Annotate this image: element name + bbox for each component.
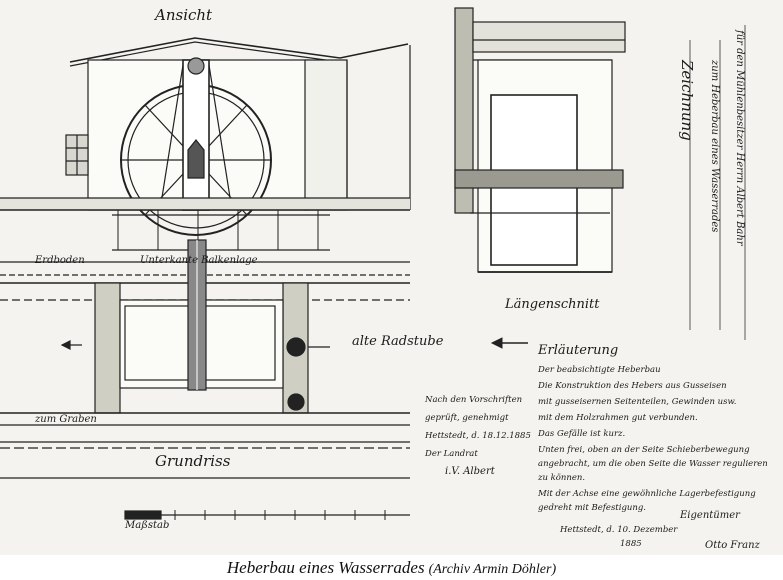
note-line: Der Landrat [424,449,478,459]
explanation-line: gedreht mit Befestigung. [538,503,646,513]
label-inlet: zum Graben [34,414,97,425]
technical-drawing-plate: Ansicht Erdboden Unterkante Balkenlage a… [0,0,783,555]
explanation-line: angebracht, um die oben Seite die Wasser… [538,459,768,469]
year: 1885 [620,539,642,549]
vertical-subtitle-2: für den Mühlenbesitzer Herrn Albert Bahr [734,29,745,247]
approval-note: Nach den Vorschriften geprüft, genehmigt… [424,395,531,477]
note-line: geprüft, genehmigt [425,413,509,423]
explanation-line: mit gusseisernen Seitenteilen, Gewinden … [538,397,736,407]
explanation-line: Mit der Achse eine gewöhnliche Lagerbefe… [537,489,756,499]
vertical-title: Zeichnung [678,59,696,141]
signature-name: Otto Franz [705,540,761,551]
explanation-line: zu können. [537,473,585,483]
caption-credit: (Archiv Armin Döhler) [428,562,557,577]
label-ground-plan: Grundriss [155,452,231,470]
longitudinal-section-view [454,7,626,273]
vertical-subtitle-1: zum Heberbau eines Wasserrades [709,59,720,232]
explanation-line: Das Gefälle ist kurz. [537,429,625,439]
explanation-text: Der beabsichtigte Heberbau Die Konstrukt… [537,365,768,513]
label-scale: Maßstab [124,520,169,531]
label-explanation-title: Erläuterung [537,343,618,358]
note-line: i.V. Albert [445,466,496,477]
label-longitudinal-section: Längenschnitt [504,297,600,312]
note-line: Nach den Vorschriften [424,395,522,405]
drawing-svg: Ansicht Erdboden Unterkante Balkenlage a… [0,0,783,555]
place-date: Hettstedt, d. 10. Dezember [559,525,678,535]
label-beam: Unterkante Balkenlage [140,255,258,266]
explanation-line: mit dem Holzrahmen gut verbunden. [538,413,698,423]
explanation-line: Die Konstruktion des Hebers aus Gusseise… [537,381,727,391]
figure-caption: Heberbau eines Wasserrades (Archiv Armin… [0,558,783,578]
title-rule-lines [689,25,746,340]
explanation-line: Unten frei, oben an der Seite Schieberbe… [538,445,750,455]
note-line: Hettstedt, d. 18.12.1885 [424,431,531,441]
label-elevation: Ansicht [153,6,213,24]
caption-title: Heberbau eines Wasserrades [226,558,425,577]
elevation-view [0,37,411,276]
signature-owner: Eigentümer [679,510,741,521]
label-floor-level: Erdboden [34,255,85,266]
explanation-line: Der beabsichtigte Heberbau [537,365,661,375]
ground-plan-view [0,239,410,520]
label-water-line: alte Radstube [352,334,444,349]
flow-arrow [490,337,528,349]
